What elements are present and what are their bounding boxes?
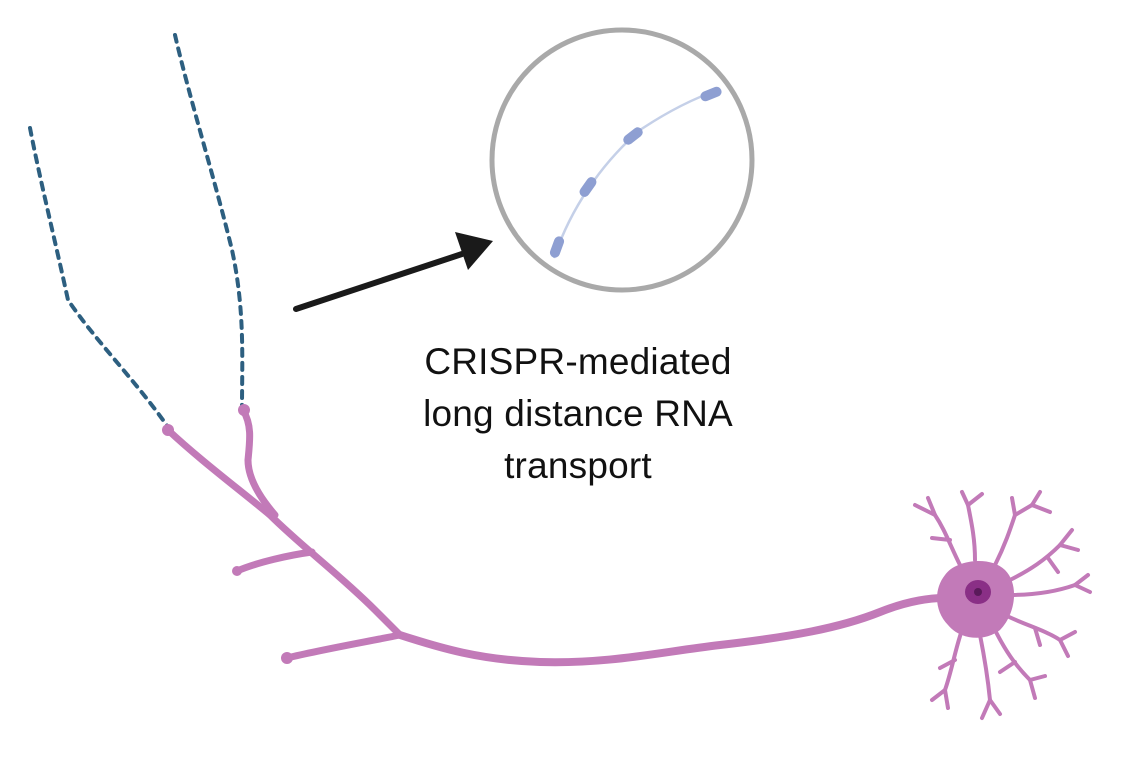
rna-cargo [623, 127, 643, 145]
axon-terminal-right [239, 406, 279, 519]
axon [396, 594, 949, 667]
axon-bulb-right [238, 404, 250, 416]
rna-cargo [700, 86, 722, 102]
dashed-extension-right [173, 33, 245, 410]
rna-cargo-group [549, 86, 722, 258]
magnifier-ring [489, 27, 755, 293]
arrow-right-icon [293, 232, 493, 312]
rna-cargo [579, 177, 597, 197]
axon-branch-short [233, 548, 316, 575]
axon-bulb-short [232, 566, 242, 576]
axon-branch-lower [283, 631, 404, 662]
magnifier-circle-icon [489, 27, 755, 293]
rna-cargo [549, 236, 565, 258]
dashed-extensions [28, 33, 245, 429]
dendrites [913, 490, 1092, 720]
axon-bulb-lower [281, 652, 293, 664]
nucleolus [974, 588, 982, 596]
neuron [162, 404, 1092, 720]
axon-terminal-left [164, 426, 404, 639]
caption-text: CRISPR-mediated long distance RNA transp… [423, 341, 733, 486]
dashed-extension-left [28, 126, 170, 429]
axon-bulb-left [162, 424, 174, 436]
